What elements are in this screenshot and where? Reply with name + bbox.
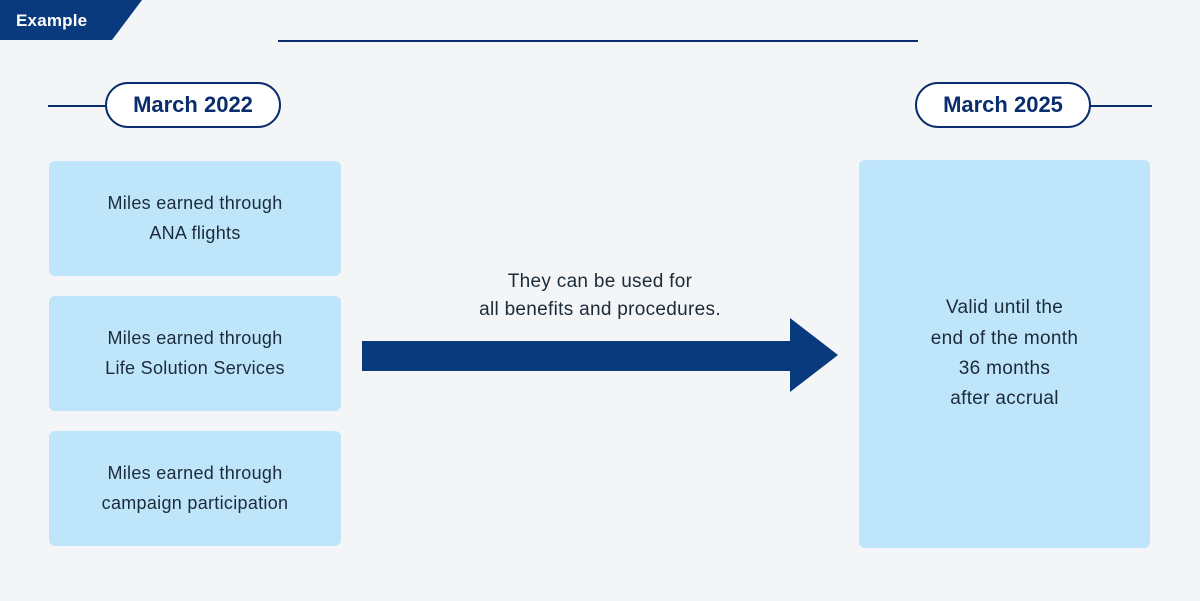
example-tab-label: Example — [16, 10, 88, 30]
flow-caption: They can be used for all benefits and pr… — [479, 271, 721, 320]
flow-arrow-head — [790, 318, 838, 392]
example-tab: Example — [0, 0, 142, 40]
mile-source-label: Miles earned through ANA flights — [107, 192, 283, 243]
diagram-stage: March 2022 March 2025 Miles earned throu… — [0, 40, 1200, 599]
timeline-end-marker: March 2025 — [915, 82, 1091, 128]
timeline-start-label: March 2022 — [133, 92, 253, 117]
mile-source-list: Miles earned through ANA flights Miles e… — [49, 161, 341, 546]
mile-source-label: Miles earned through Life Solution Servi… — [105, 327, 285, 378]
timeline-line-left — [48, 105, 108, 107]
mile-source-item: Miles earned through ANA flights — [49, 161, 341, 276]
timeline: March 2022 March 2025 — [0, 40, 1200, 160]
validity-result-label: Valid until the end of the month 36 mont… — [930, 297, 1079, 410]
mile-source-item: Miles earned through campaign participat… — [49, 431, 341, 546]
timeline-start-marker: March 2022 — [105, 82, 281, 128]
validity-result-box: Valid until the end of the month 36 mont… — [859, 160, 1150, 548]
flow-arrow-shaft — [362, 341, 792, 371]
timeline-line-right — [1090, 105, 1152, 107]
flow-section: They can be used for all benefits and pr… — [362, 40, 838, 599]
flow-arrow-icon — [362, 318, 838, 392]
mile-source-item: Miles earned through Life Solution Servi… — [49, 296, 341, 411]
timeline-line-middle — [278, 40, 918, 601]
timeline-end-label: March 2025 — [943, 92, 1063, 117]
mile-source-label: Miles earned through campaign participat… — [101, 462, 289, 513]
